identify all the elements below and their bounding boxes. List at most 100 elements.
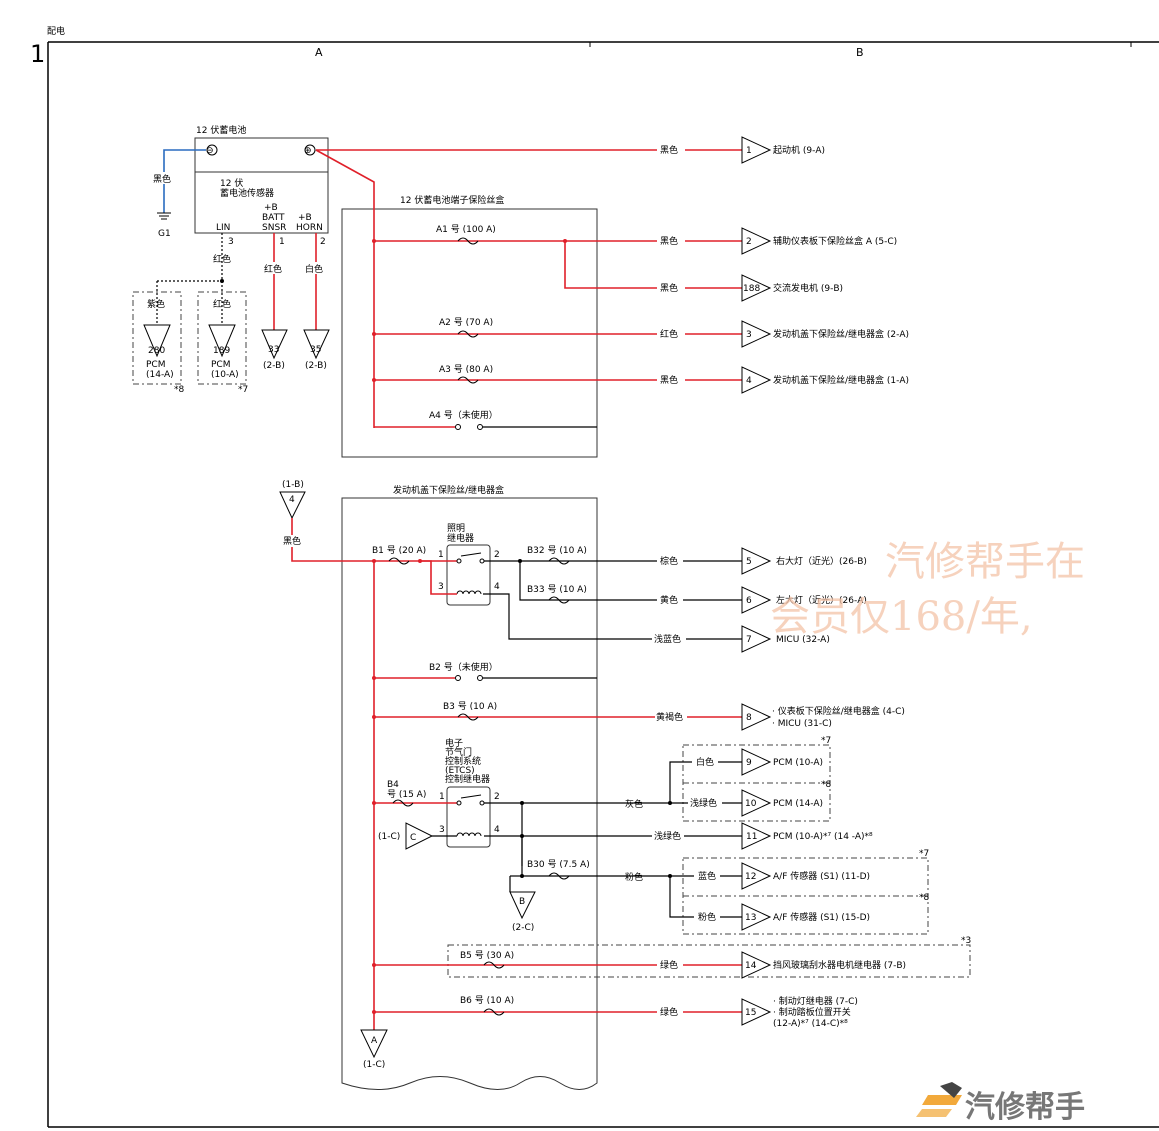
b5-option-box <box>447 944 971 978</box>
label-bg <box>657 235 685 247</box>
relay-coil-icon <box>456 832 482 837</box>
ground-wire <box>163 149 206 213</box>
connector-triangle <box>303 329 330 360</box>
lin-wire-color: 红色 <box>213 253 231 265</box>
out13-number: 13 <box>745 913 756 923</box>
out2-wire-color: 黑色 <box>660 235 678 247</box>
relay-contact <box>456 558 462 564</box>
watermark-logo: 汽修帮手 <box>965 1090 1085 1125</box>
a-ref: (1-C) <box>363 1060 385 1070</box>
c-letter: C <box>410 833 416 843</box>
in-wire-color: 黑色 <box>283 535 301 547</box>
label-bg <box>657 959 683 971</box>
micu-wire <box>483 593 742 640</box>
ground-label: G1 <box>158 229 171 239</box>
starter-label: 起动机 (9-A) <box>773 144 825 156</box>
fuse-open-terminal <box>455 424 461 430</box>
light-relay-title-1: 照明 <box>447 523 465 534</box>
out3-wire-color: 红色 <box>660 328 678 340</box>
splice-dot <box>372 559 376 563</box>
out3-label: 发动机盖下保险丝/继电器盒 (2-A) <box>773 328 909 340</box>
starter-wire-color: 黑色 <box>660 144 678 156</box>
battery-box <box>194 137 329 234</box>
pcm280-ref: (14-A) <box>146 370 174 380</box>
a3-label: A3 号 (80 A) <box>439 364 493 375</box>
fuse-icon <box>457 376 479 384</box>
label-bg <box>657 328 685 340</box>
connector-triangle <box>741 822 772 850</box>
pcm189-box <box>197 291 247 385</box>
watermark-logo-icon <box>916 1082 962 1117</box>
sensor-title-2: 蓄电池传感器 <box>220 187 274 199</box>
pcm189-number: 189 <box>213 346 230 356</box>
out14-label: 挡风玻璃刮水器电机继电器 (7-B) <box>773 959 906 971</box>
c33-wire-color: 红色 <box>264 263 282 275</box>
battery-title: 12 伏蓄电池 <box>196 124 246 136</box>
light-relay-title-2: 继电器 <box>447 532 474 544</box>
lr-pin2: 2 <box>494 550 500 560</box>
out9-number: 9 <box>746 758 752 768</box>
b5-note: *3 <box>961 936 971 946</box>
a-letter: A <box>371 1036 378 1046</box>
b-ref: (2-C) <box>512 923 534 933</box>
b-letter: B <box>519 897 525 907</box>
pos-symbol: ⊕ <box>304 146 312 156</box>
relay-coil-icon <box>456 590 482 595</box>
connector-triangle <box>741 789 772 817</box>
fuse-icon <box>388 557 410 565</box>
b1-input-wire <box>291 518 420 562</box>
watermark-line-2: 会员仅168/年, <box>770 594 1033 640</box>
a1-label: A1 号 (100 A) <box>436 224 496 235</box>
fuse-open-terminal <box>477 424 483 430</box>
out6-number: 6 <box>746 596 752 606</box>
pcm280-note: *8 <box>174 385 185 395</box>
out15-number: 15 <box>745 1008 756 1018</box>
battery-pos-terminal <box>304 144 316 156</box>
label-bg <box>652 633 686 645</box>
a4-label: A4 号（未使用） <box>429 409 498 421</box>
out4-number: 4 <box>746 376 752 386</box>
pin-3: 3 <box>228 237 234 247</box>
b6-label: B6 号 (10 A) <box>460 995 514 1006</box>
connector-triangle <box>405 822 434 850</box>
er-pin4: 4 <box>494 825 500 835</box>
out13-wire-color: 粉色 <box>698 911 716 923</box>
connector-triangle <box>741 748 772 776</box>
out188-number: 188 <box>743 284 760 294</box>
page-number: 1 <box>30 40 45 68</box>
out10-number: 10 <box>745 799 757 809</box>
terminal-box-title: 12 伏蓄电池端子保险丝盒 <box>400 194 504 206</box>
connector-triangle <box>741 136 772 164</box>
lr-pin4: 4 <box>494 582 500 592</box>
neg-symbol: ⊖ <box>206 146 214 156</box>
connector-triangle <box>741 274 772 302</box>
c35-ref: (2-B) <box>305 361 327 371</box>
b2-label: B2 号（未使用） <box>429 661 498 673</box>
c-ref: (1-C) <box>378 832 400 842</box>
connector-triangle <box>741 951 772 979</box>
out15-label-2: · 制动踏板位置开关 <box>773 1006 851 1018</box>
pin-2: 2 <box>320 237 326 247</box>
watermark-line-1: 汽修帮手在 <box>885 539 1085 585</box>
relay-switch <box>460 794 482 799</box>
starter-number: 1 <box>746 146 752 156</box>
out12-wire-color: 蓝色 <box>698 870 716 882</box>
etcs-relay <box>446 786 491 848</box>
connector-triangle <box>360 1029 388 1059</box>
out5-number: 5 <box>746 557 752 567</box>
out10-wire-color: 浅绿色 <box>690 797 717 809</box>
pcm280-number: 280 <box>148 346 165 356</box>
out2-label: 辅助仪表板下保险丝盒 A (5-C) <box>773 235 897 247</box>
out8-label-1: · 仪表板下保险丝/继电器盒 (4-C) <box>772 705 905 717</box>
b33-label: B33 号 (10 A) <box>527 584 587 595</box>
out9-label: PCM (10-A) <box>773 758 823 768</box>
pcm189-note: *7 <box>238 385 248 395</box>
out12-number: 12 <box>745 872 756 882</box>
c33-ref: (2-B) <box>263 361 285 371</box>
underhood-box-title: 发动机盖下保险丝/继电器盒 <box>393 484 504 496</box>
connector-triangle <box>741 998 772 1026</box>
connector-triangle <box>143 324 171 358</box>
c35-number: 35 <box>310 345 321 355</box>
pin-horn-1: +B <box>298 213 312 223</box>
out15-wire-color: 绿色 <box>660 1006 678 1018</box>
